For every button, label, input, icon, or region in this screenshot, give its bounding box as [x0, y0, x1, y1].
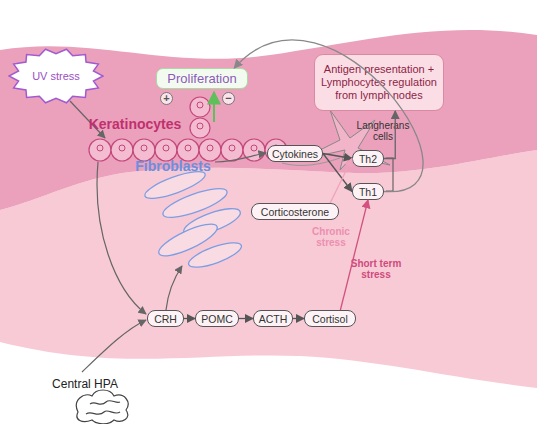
brain-icon: [76, 390, 128, 424]
text-label: Chronic stress: [305, 226, 357, 248]
text-label: Langherans cells: [348, 120, 418, 142]
fibroblast-cells: [142, 167, 244, 273]
connector-arrow: [234, 40, 423, 192]
starburst-node: UV stress: [8, 48, 104, 104]
connector-arrow: [293, 318, 304, 319]
hpa-arrow: [82, 320, 146, 372]
node-text: Corticosterone: [261, 206, 329, 218]
node-text: Cortisol: [312, 313, 348, 325]
connector-arrow: [384, 111, 395, 159]
node-text: ACTH: [259, 313, 288, 325]
proliferation-arrow: [213, 92, 215, 122]
process-box: Corticosterone: [251, 203, 339, 220]
dermis-layer: [0, 150, 537, 388]
connector-arrow: [184, 318, 195, 319]
keratinocyte-crh-arrow: [97, 162, 146, 314]
sign-label: +: [160, 92, 173, 105]
process-box: Proliferation: [156, 68, 248, 89]
node-text: CRH: [154, 313, 177, 325]
node-text: Th1: [359, 186, 377, 198]
connector-arrow: [239, 318, 253, 319]
text-label: Keratinocytes: [80, 116, 190, 132]
node-text: Antigen presentation + Lymphocytes regul…: [319, 63, 439, 102]
starburst-shape: [9, 49, 103, 103]
connector-arrow: [340, 200, 368, 310]
keratinocyte-cytokine-arrow: [215, 153, 266, 162]
process-box: CRH: [147, 310, 184, 327]
sign-label: −: [222, 92, 235, 105]
connector-arrow: [330, 159, 352, 204]
th-bracket: [386, 158, 393, 191]
node-text: POMC: [201, 313, 233, 325]
node-text: Proliferation: [167, 71, 236, 86]
node-text: Cytokines: [272, 148, 318, 160]
node-text: Th2: [359, 153, 377, 165]
process-box: Th1: [352, 183, 384, 200]
connector-arrow: [323, 154, 352, 192]
text-label: Short term stress: [346, 258, 406, 280]
connector-arrow: [323, 154, 352, 159]
node-text: UV stress: [32, 70, 80, 82]
process-box: Cortisol: [304, 310, 356, 327]
text-label: Fibroblasts: [128, 158, 218, 174]
process-box: Th2: [352, 150, 384, 167]
epidermis-layer: [0, 30, 537, 210]
process-box: Antigen presentation + Lymphocytes regul…: [314, 54, 444, 111]
crh-fibroblast-arrow: [166, 266, 182, 310]
process-box: ACTH: [253, 310, 293, 327]
text-label: Central HPA: [40, 377, 130, 391]
process-box: POMC: [195, 310, 239, 327]
process-box: Cytokines: [267, 145, 323, 162]
